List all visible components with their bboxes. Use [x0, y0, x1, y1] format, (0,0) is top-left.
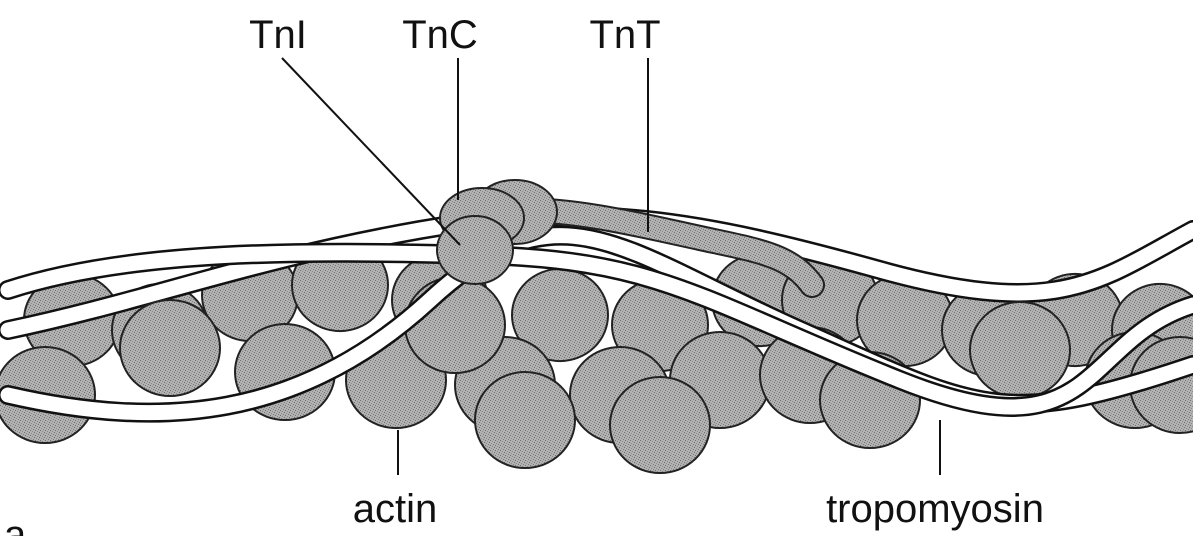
panel-letter: a [4, 513, 27, 536]
actin-monomer [475, 372, 575, 468]
tni-label: TnI [249, 13, 307, 57]
actin-monomer [610, 377, 710, 473]
actin-monomer [970, 302, 1070, 398]
tnt-label: TnT [589, 13, 660, 57]
tni-leader [282, 58, 460, 245]
tni-subunit [437, 216, 513, 284]
tropomyosin-label: tropomyosin [826, 487, 1044, 531]
tnc-label: TnC [402, 13, 478, 57]
actin-monomer [120, 300, 220, 396]
actin-label: actin [353, 487, 438, 531]
